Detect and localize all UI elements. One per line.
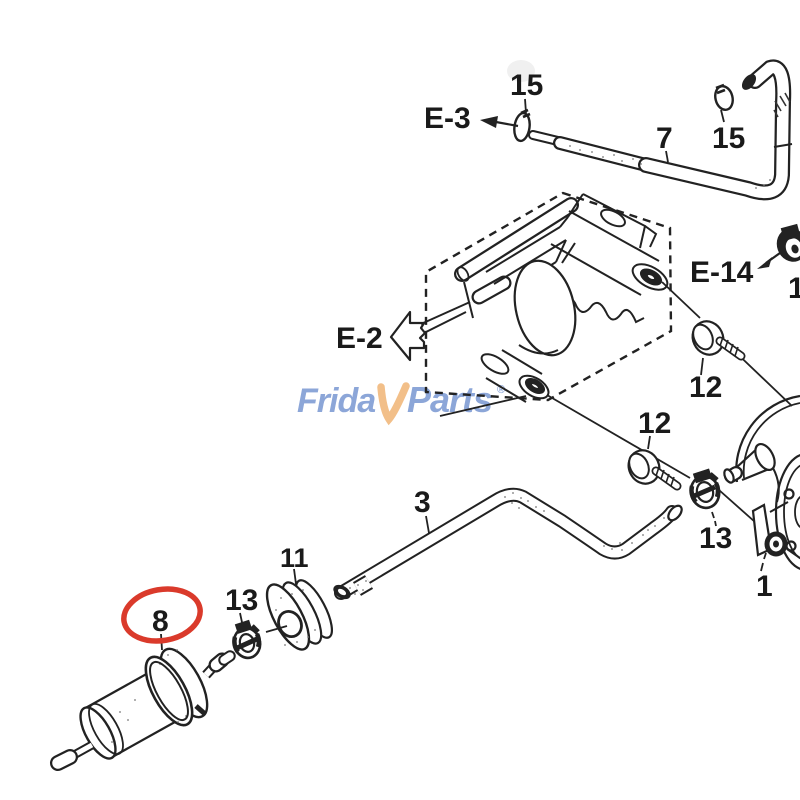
- svg-text:12: 12: [638, 407, 671, 440]
- svg-text:1: 1: [756, 570, 773, 603]
- svg-text:E-14: E-14: [690, 256, 754, 289]
- svg-text:13: 13: [225, 584, 258, 617]
- svg-text:11: 11: [280, 543, 309, 573]
- svg-text:®: ®: [497, 384, 505, 396]
- svg-text:15: 15: [510, 69, 543, 102]
- svg-text:13: 13: [699, 522, 732, 555]
- svg-text:Frida: Frida: [297, 382, 375, 420]
- svg-text:3: 3: [414, 486, 431, 519]
- svg-text:8: 8: [152, 605, 169, 638]
- svg-text:E-2: E-2: [336, 322, 383, 355]
- svg-text:12: 12: [689, 371, 722, 404]
- svg-text:13: 13: [788, 272, 800, 305]
- svg-text:E-3: E-3: [424, 102, 471, 135]
- svg-text:15: 15: [712, 122, 745, 155]
- svg-text:7: 7: [656, 122, 673, 155]
